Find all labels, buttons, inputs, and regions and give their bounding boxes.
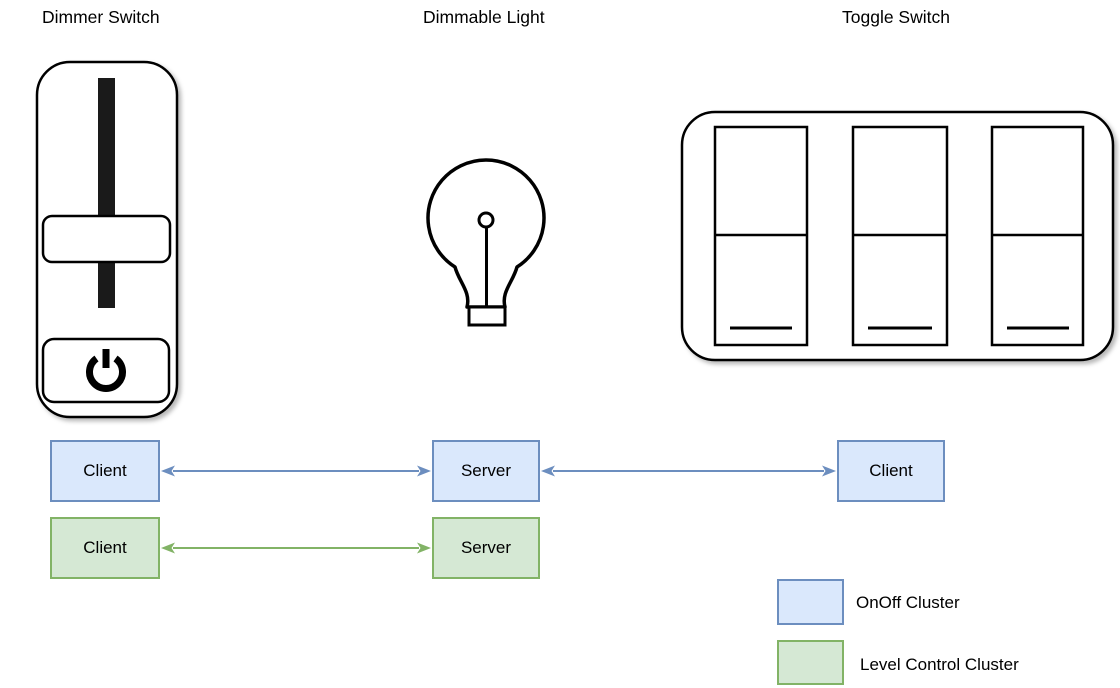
power-button	[41, 337, 171, 404]
onoff-light-server-label: Server	[460, 461, 512, 480]
level-light-server-label: Server	[460, 538, 512, 557]
onoff-toggle-client-label: Client	[869, 461, 913, 480]
level-dimmer-client-label: Client	[83, 538, 127, 557]
onoff-arrow-dimmer-light	[161, 465, 431, 477]
dimmer-switch-title: Dimmer Switch	[42, 7, 160, 27]
onoff-light-server-box: Server	[432, 440, 540, 502]
level-arrow-dimmer-light	[161, 542, 431, 554]
level-light-server-box: Server	[432, 517, 540, 579]
legend-level-swatch	[777, 640, 844, 685]
bulb-base	[467, 305, 507, 327]
toggle-switch-title: Toggle Switch	[842, 7, 950, 27]
legend-level-label: Level Control Cluster	[860, 655, 1019, 674]
legend-onoff-label: OnOff Cluster	[856, 593, 960, 612]
rocker-3	[990, 125, 1085, 347]
light-bulb-icon	[426, 158, 546, 327]
slider-handle	[41, 214, 172, 264]
legend-onoff-swatch	[777, 579, 844, 625]
slider-track	[98, 78, 115, 308]
rocker-1	[713, 125, 809, 347]
rocker-2	[851, 125, 949, 347]
onoff-arrow-light-toggle	[541, 465, 836, 477]
level-dimmer-client-box: Client	[50, 517, 160, 579]
toggle-switch-icon	[680, 110, 1115, 362]
onoff-toggle-client-box: Client	[837, 440, 945, 502]
power-icon	[86, 349, 126, 392]
dimmer-switch-icon	[35, 60, 179, 419]
bulb-filament-dot	[477, 211, 495, 229]
onoff-dimmer-client-label: Client	[83, 461, 127, 480]
dimmable-light-title: Dimmable Light	[423, 7, 545, 27]
onoff-dimmer-client-box: Client	[50, 440, 160, 502]
